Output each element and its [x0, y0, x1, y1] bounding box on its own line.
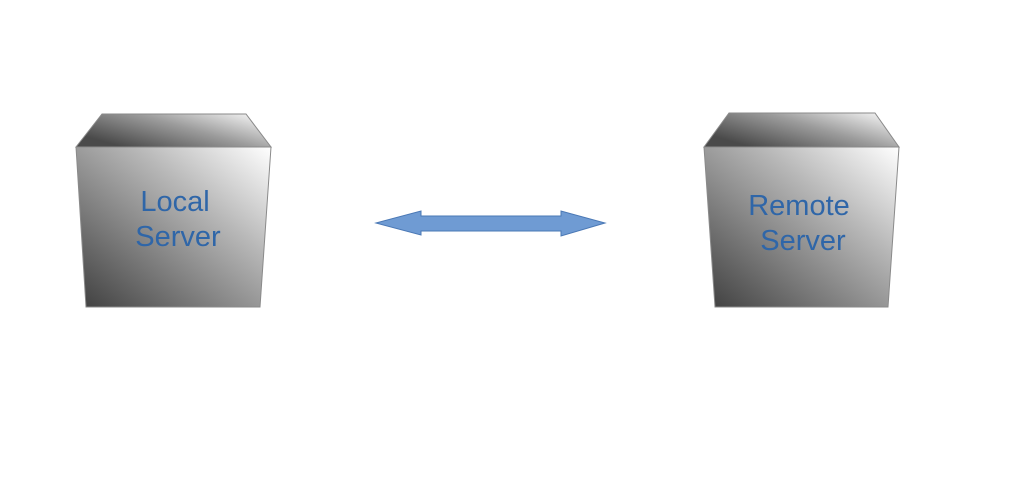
remote-server-label-line-1: Remote — [748, 190, 850, 222]
local-server-front-face — [75, 146, 272, 308]
local-server-top-face — [74, 113, 273, 148]
remote-server-label-line-2: Server — [760, 225, 846, 257]
bidirectional-arrow — [374, 210, 607, 237]
remote-server-front-face — [703, 146, 900, 308]
local-server-label-line-2: Server — [135, 221, 221, 253]
remote-server-node: Remote Server — [703, 112, 900, 308]
remote-server-top-face — [703, 112, 900, 148]
local-server-label-line-1: Local — [140, 186, 209, 218]
local-server-node: Local Server — [74, 113, 273, 308]
